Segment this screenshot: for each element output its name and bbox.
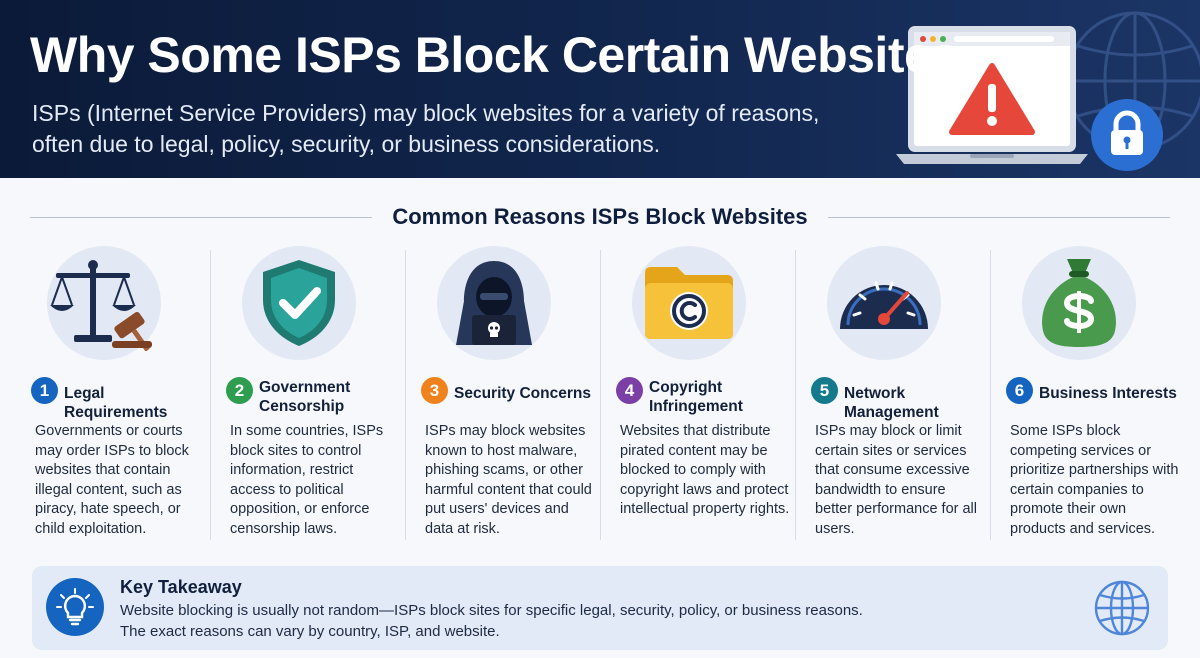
hacker-icon (456, 261, 532, 345)
reason-card-censorship: 2 Government Censorship In some countrie… (210, 244, 405, 549)
card-description: ISPs may block or limit certain sites or… (815, 423, 977, 537)
shield-check-icon (263, 260, 335, 346)
card-description: ISPs may block websites known to host ma… (425, 423, 592, 537)
card-number-badge: 3 (421, 377, 448, 404)
icon-circle (437, 246, 551, 360)
page-title: Why Some ISPs Block Certain Websites (30, 27, 959, 83)
card-description: Some ISPs block competing services or pr… (1010, 423, 1179, 537)
card-number-badge: 5 (811, 377, 838, 404)
lightbulb-icon (46, 578, 104, 636)
lock-icon (1091, 99, 1163, 171)
heading-rule-right (827, 216, 1170, 218)
card-description: Governments or courts may order ISPs to … (35, 423, 189, 537)
reason-card-business: 6 Business Interests Some ISPs block com… (990, 244, 1185, 549)
key-takeaway-box: Key Takeaway Website blocking is usually… (32, 566, 1168, 650)
icon-circle (242, 246, 356, 360)
icon-circle (47, 246, 161, 360)
section-heading-text: Common Reasons ISPs Block Websites (392, 204, 808, 229)
card-title: Network Management (844, 385, 939, 421)
card-number-badge: 1 (31, 377, 58, 404)
speedometer-icon (840, 281, 928, 329)
card-description: Websites that distribute pirated content… (620, 423, 790, 517)
scales-gavel-icon (50, 260, 152, 351)
takeaway-text-line-1: Website blocking is usually not random—I… (120, 602, 863, 619)
page-subtitle: ISPs (Internet Service Providers) may bl… (32, 100, 820, 157)
card-title: Government Censorship (259, 379, 351, 415)
takeaway-text-line-2: The exact reasons can vary by country, I… (120, 623, 500, 640)
heading-rule-left (30, 216, 373, 218)
card-number-badge: 6 (1006, 377, 1033, 404)
reason-card-network: 5 Network Management ISPs may block or l… (795, 244, 990, 549)
icon-circle (632, 246, 746, 360)
section-heading: Common Reasons ISPs Block Websites (30, 200, 1170, 234)
card-title: Legal Requirements (64, 385, 168, 421)
card-title: Security Concerns (454, 385, 591, 402)
card-title: Copyright Infringement (649, 379, 743, 415)
card-description: In some countries, ISPs block sites to c… (230, 423, 384, 537)
takeaway-title: Key Takeaway (120, 577, 242, 597)
copyright-folder-icon (645, 267, 733, 339)
reason-card-legal: 1 Legal Requirements Governments or cour… (15, 244, 210, 549)
reasons-grid: 1 Legal Requirements Governments or cour… (15, 244, 1185, 549)
icon-circle (827, 246, 941, 360)
reason-card-copyright: 4 Copyright Infringement Websites that d… (600, 244, 795, 549)
card-title: Business Interests (1039, 385, 1177, 402)
globe-icon (1094, 580, 1150, 636)
header-banner: Why Some ISPs Block Certain Websites ISP… (0, 0, 1200, 178)
card-number-badge: 4 (616, 377, 643, 404)
money-bag-icon (1042, 259, 1116, 347)
card-number-badge: 2 (226, 377, 253, 404)
reason-card-security: 3 Security Concerns ISPs may block websi… (405, 244, 600, 549)
icon-circle (1022, 246, 1136, 360)
laptop-warning-icon (896, 26, 1088, 164)
